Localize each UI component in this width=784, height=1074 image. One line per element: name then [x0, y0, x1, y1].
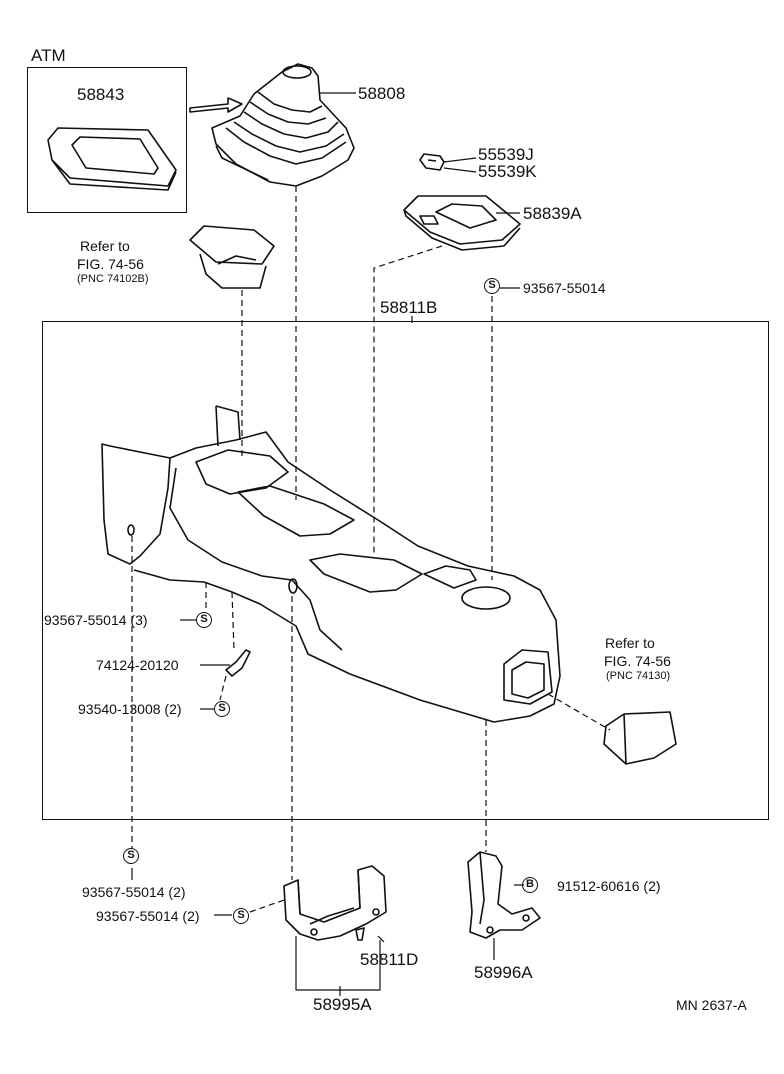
- ref2-line2: FIG. 74-56: [604, 653, 671, 669]
- figure-code: MN 2637-A: [676, 997, 747, 1013]
- tray-ref-74130: [603, 711, 677, 765]
- main-box-label: 58811B: [380, 298, 438, 317]
- part-93567-bottom-a: 93567-55014 (2): [82, 884, 186, 900]
- part-93567-3: 93567-55014 (3): [44, 612, 148, 628]
- ref1-line1: Refer to: [80, 238, 130, 254]
- part-58843: 58843: [77, 85, 125, 104]
- screw-icon: S: [123, 848, 139, 864]
- part-58811d: 58811D: [360, 950, 419, 969]
- part-55539k: 55539K: [478, 162, 537, 181]
- bracket-58995a: [283, 865, 387, 941]
- dashed-assembly-lines: [131, 186, 611, 913]
- part-58839a: 58839A: [523, 204, 582, 223]
- ref2-line1: Refer to: [605, 635, 655, 651]
- part-93540: 93540-13008 (2): [78, 701, 182, 717]
- part-93567-top: 93567-55014: [523, 280, 606, 296]
- part-74124: 74124-20120: [96, 657, 179, 673]
- part-93567-bottom-b: 93567-55014 (2): [96, 908, 200, 924]
- clip-55539: [419, 153, 445, 171]
- panel-58839a: [403, 195, 521, 251]
- ref1-line3: (PNC 74102B): [77, 273, 149, 285]
- atm-label: ATM: [31, 46, 66, 65]
- ashtray-ref: [189, 225, 275, 289]
- shift-boot-58808: [211, 63, 355, 187]
- screw-icon: S: [196, 612, 212, 628]
- leader-lines: [131, 92, 524, 996]
- part-58808: 58808: [358, 84, 406, 103]
- console-body: [101, 405, 561, 723]
- bolt-icon: B: [522, 877, 538, 893]
- screw-icon: S: [484, 278, 500, 294]
- shift-bezel-58843: [47, 127, 177, 191]
- ref1-line2: FIG. 74-56: [77, 256, 144, 272]
- bracket-58996a: [467, 851, 541, 939]
- bracket-74124: [225, 649, 251, 677]
- part-55539j: 55539J: [478, 145, 534, 164]
- screw-icon: S: [233, 908, 249, 924]
- screw-icon: S: [214, 701, 230, 717]
- part-58996a: 58996A: [474, 963, 533, 982]
- part-91512: 91512-60616 (2): [557, 878, 661, 894]
- arrow-right-icon: [189, 97, 243, 113]
- atm-box: [27, 67, 187, 213]
- ref2-line3: (PNC 74130): [606, 670, 671, 682]
- part-58995a: 58995A: [313, 995, 372, 1014]
- console-assembly-box: [42, 321, 769, 820]
